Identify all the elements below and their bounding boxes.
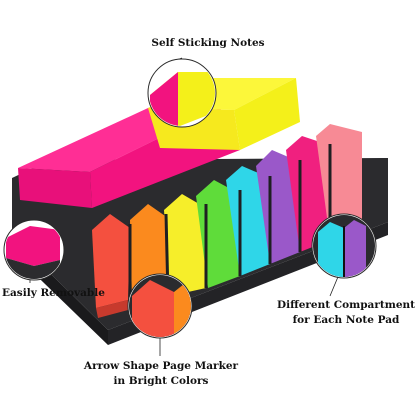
caption-bottom-line2: in Bright Colors [113,375,209,387]
caption-easily-removable: Easily Removable [2,287,105,299]
caption-arrow-page-marker: Arrow Shape Page Marker in Bright Colors [76,359,246,389]
magnifier-callout-left [3,219,65,281]
caption-different-compartment: Different Compartment for Each Note Pad [276,298,416,328]
caption-self-sticking-notes: Self Sticking Notes [151,37,265,49]
magnifier-callout-right [311,213,377,279]
caption-right-line1: Different Compartment [276,299,416,311]
magnifier-callout-bottom [127,273,193,339]
caption-right-line2: for Each Note Pad [292,314,400,326]
arrow-flags [92,124,362,318]
magnifier-callout-top [147,58,217,128]
caption-bottom-line1: Arrow Shape Page Marker [83,360,239,372]
